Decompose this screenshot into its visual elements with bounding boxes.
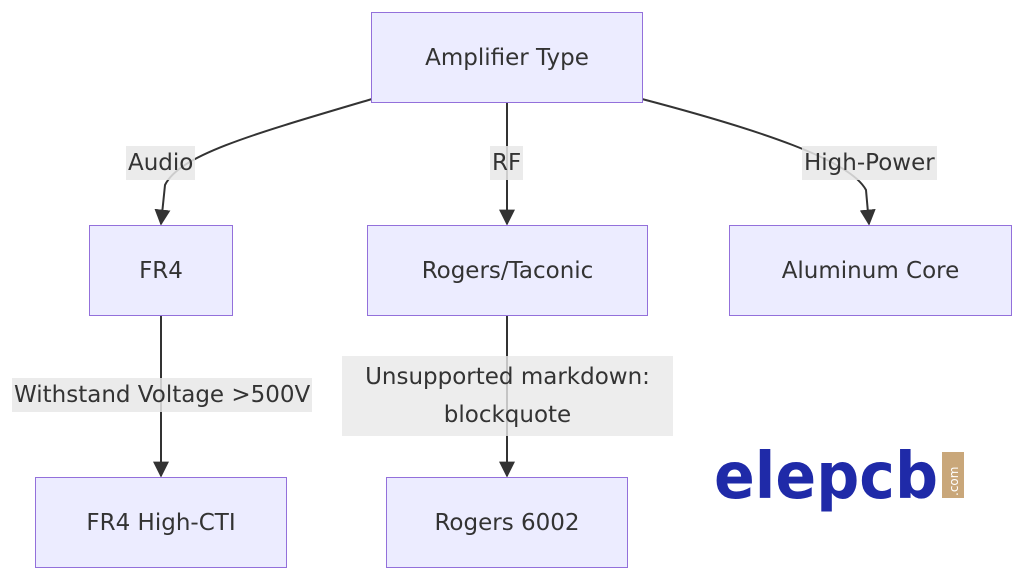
node-rogers-taconic: Rogers/Taconic [367, 225, 648, 316]
node-fr4-high-cti: FR4 High-CTI [35, 477, 287, 568]
edge-label-audio: Audio [126, 146, 196, 180]
node-amplifier-type: Amplifier Type [371, 12, 643, 103]
edge-label-unsupported-line1: Unsupported markdown: [365, 364, 650, 390]
elepcb-domain-suffix: .com [947, 467, 961, 496]
node-fr4: FR4 [89, 225, 233, 316]
edge-high-power [641, 98, 876, 226]
node-rogers-6002: Rogers 6002 [386, 477, 628, 568]
elepcb-tab [942, 452, 964, 498]
edge-label-high-power: High-Power [802, 146, 937, 180]
node-aluminum-core: Aluminum Core [729, 225, 1012, 316]
elepcb-wordmark: elepcb [714, 440, 938, 514]
edge-label-rf: RF [490, 146, 524, 180]
edge-label-unsupported-line2: blockquote [443, 402, 572, 428]
elepcb-logo: elepcb .com [714, 440, 964, 514]
edge-label-unsupported-markdown: Unsupported markdown: blockquote [342, 356, 673, 436]
edge-label-withstand-voltage: Withstand Voltage >500V [12, 378, 313, 412]
